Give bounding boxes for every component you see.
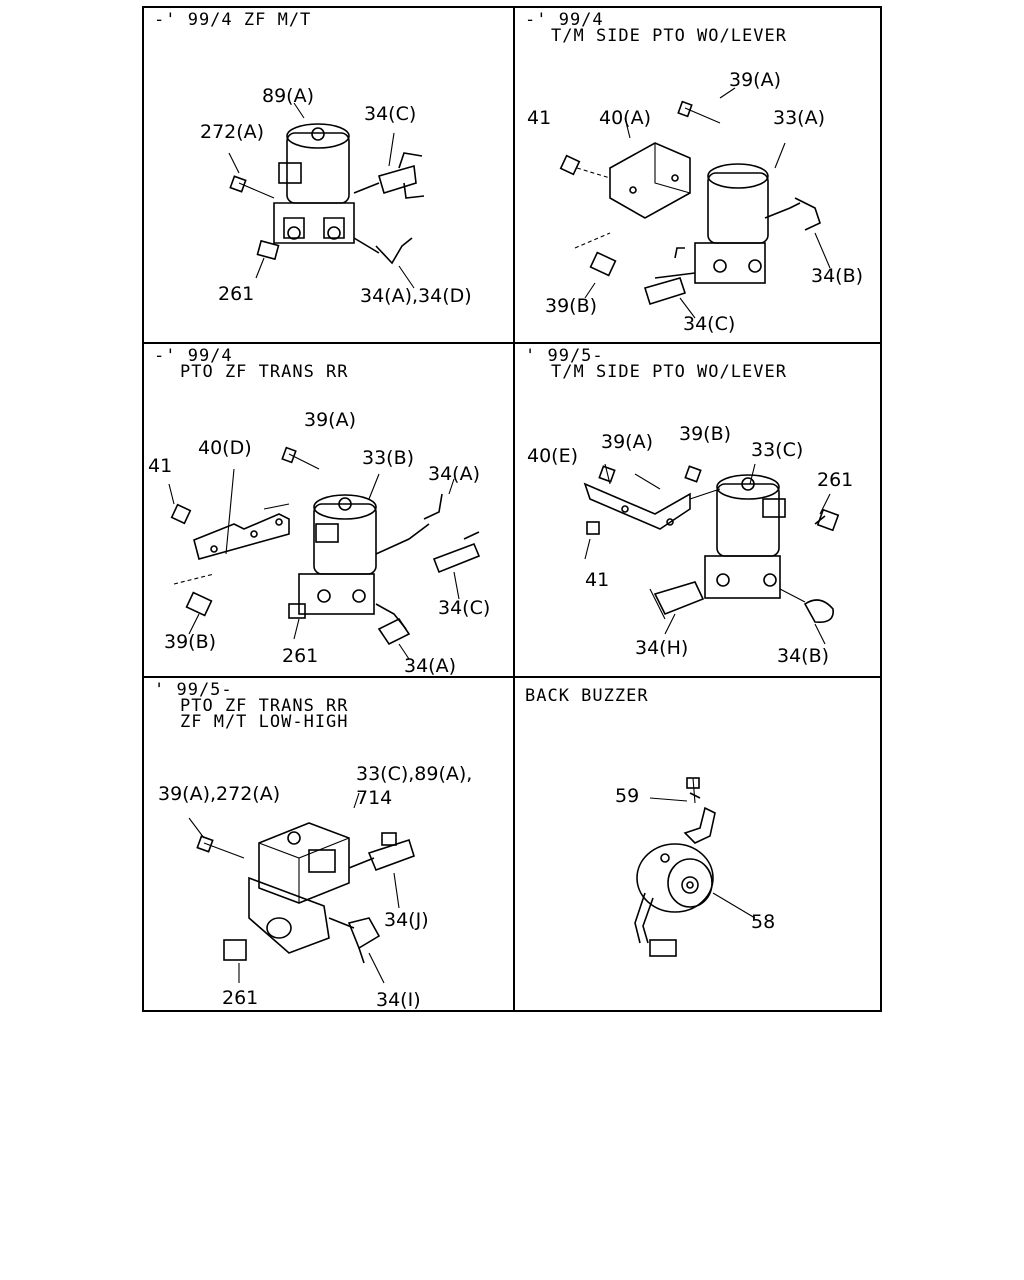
callout-label: 34(I) bbox=[376, 989, 421, 1011]
callout-label: 39(B) bbox=[164, 631, 217, 653]
back-buzzer-drawing bbox=[634, 777, 756, 957]
callout-label: 40(E) bbox=[527, 445, 579, 467]
solenoid-valve-drawing bbox=[188, 792, 415, 984]
callout-label: 39(A) bbox=[601, 431, 653, 453]
callout-label: 34(J) bbox=[384, 909, 429, 931]
callout-label: 41 bbox=[585, 569, 610, 591]
callout-label: 59 bbox=[615, 785, 640, 807]
panel-tm-side-pto-post: ' 99/5-T/M SIDE PTO WO/LEVER bbox=[515, 344, 884, 676]
callout-label: 33(B) bbox=[362, 447, 415, 469]
callout-label: 272(A) bbox=[200, 121, 265, 143]
callout-label: 34(A) bbox=[404, 655, 456, 676]
panel-back-buzzer: BACK BUZZER 59 58 bbox=[515, 678, 884, 1012]
callout-label: 58 bbox=[751, 911, 776, 933]
callout-label: 34(C) bbox=[438, 597, 491, 619]
panel-zf-mt: -' 99/4 ZF M/T 89(A) bbox=[144, 8, 513, 342]
callout-label: 34(C) bbox=[683, 313, 736, 335]
callout-label: 39(B) bbox=[679, 423, 732, 445]
callout-label: 40(D) bbox=[198, 437, 252, 459]
callout-label: 39(A) bbox=[304, 409, 356, 431]
callout-label: 34(A),34(D) bbox=[360, 285, 472, 307]
callout-label: 34(H) bbox=[635, 637, 689, 659]
callout-label: 41 bbox=[148, 455, 173, 477]
panel-header: ' 99/5-T/M SIDE PTO WO/LEVER bbox=[525, 346, 787, 382]
callout-label: 40(A) bbox=[599, 107, 651, 129]
panel-header: BACK BUZZER bbox=[525, 686, 649, 706]
callout-label: 34(B) bbox=[811, 265, 864, 287]
callout-label: 34(C) bbox=[364, 103, 417, 125]
solenoid-valve-drawing bbox=[228, 102, 425, 289]
solenoid-bracket-drawing bbox=[168, 446, 481, 660]
callout-label: 89(A) bbox=[262, 85, 314, 107]
solenoid-bracket-drawing bbox=[559, 87, 831, 319]
callout-label: 261 bbox=[222, 987, 259, 1009]
callout-label: 34(A) bbox=[428, 463, 480, 485]
callout-label: 39(B) bbox=[545, 295, 598, 317]
callout-label: 261 bbox=[817, 469, 854, 491]
callout-label: 39(A),272(A) bbox=[158, 783, 281, 805]
callout-label: 41 bbox=[527, 107, 552, 129]
callout-label: 33(C) bbox=[751, 439, 804, 461]
callout-label: 261 bbox=[218, 283, 255, 305]
solenoid-bracket-drawing bbox=[583, 463, 840, 645]
callout-label: 39(A) bbox=[729, 69, 781, 91]
vertical-divider bbox=[513, 8, 515, 1010]
callout-label: 33(A) bbox=[773, 107, 825, 129]
parts-diagram-sheet: -' 99/4 ZF M/T 89(A) bbox=[142, 6, 882, 1012]
panel-header: -' 99/4 ZF M/T bbox=[154, 10, 312, 30]
callout-label: 261 bbox=[282, 645, 319, 667]
horizontal-divider-1 bbox=[144, 342, 880, 344]
horizontal-divider-2 bbox=[144, 676, 880, 678]
callout-label: 714 bbox=[356, 787, 393, 809]
callout-label: 34(B) bbox=[777, 645, 830, 667]
callout-label: 33(C),89(A), bbox=[356, 763, 473, 785]
